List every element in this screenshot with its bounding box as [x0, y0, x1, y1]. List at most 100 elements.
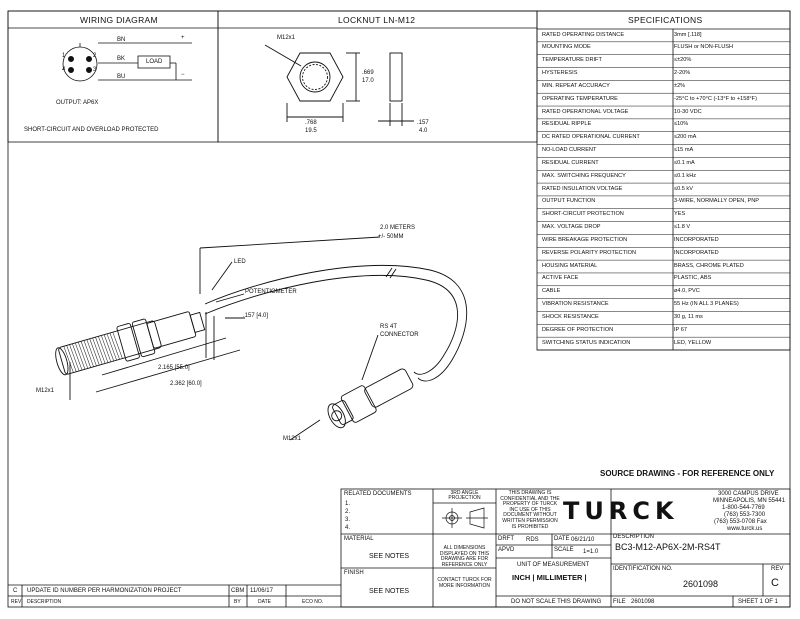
spec-name: REVERSE POLARITY PROTECTION	[542, 249, 637, 256]
spec-name: WIRE BREAKAGE PROTECTION	[542, 236, 628, 243]
spec-name: TEMPERATURE DRIFT	[542, 57, 602, 64]
spec-row: RESIDUAL RIPPLE ≤10%	[537, 119, 788, 131]
related-doc-4: 4.	[345, 525, 351, 531]
unit-value: INCH | MILLIMETER |	[512, 573, 587, 582]
spec-value: ≤1.8 V	[674, 224, 691, 231]
wire-bk-label: BK	[117, 56, 126, 62]
phone-1: 1-800-544-7769	[722, 505, 765, 511]
file-label: FILE	[613, 599, 626, 605]
spec-row: MAX. VOLTAGE DROP≤1.8 V	[537, 222, 788, 234]
spec-name: DEGREE OF PROTECTION	[542, 326, 614, 333]
wire-bu-label: BU	[117, 74, 126, 80]
apvd-label: APVD	[498, 547, 515, 553]
sensor-thread-label: M12x1	[36, 388, 55, 394]
revision-rev: C	[13, 588, 18, 594]
cable-tolerance-label: +/- 50MM	[378, 234, 404, 240]
revision-date: 11/06/17	[250, 588, 273, 594]
wire-bn-label: BN	[117, 37, 126, 43]
dim-across-in: .669	[362, 70, 374, 76]
spec-row: HOUSING MATERIAL BRASS, CHROME PLATED	[537, 260, 788, 272]
nut-side-view	[389, 52, 403, 102]
spec-name: RATED OPERATIONAL VOLTAGE	[542, 108, 629, 115]
eco-column-header: ECO NO.	[302, 599, 324, 605]
pin-2-label: 2	[93, 53, 97, 59]
description-label: DESCRIPTION	[613, 534, 655, 540]
projection-symbol-icon	[442, 507, 488, 529]
spec-row: SWITCHING STATUS INDICATION LED, YELLOW	[537, 337, 788, 349]
spec-value: IP 67	[674, 326, 687, 333]
connector-label-1: RS 4T	[380, 324, 398, 330]
spec-name: MIN. REPEAT ACCURACY	[542, 82, 610, 89]
address-line-2: MINNEAPOLIS, MN 55441	[713, 498, 786, 504]
drft-label: DRFT	[498, 536, 514, 542]
locknut-panel	[217, 10, 538, 143]
spec-row: RATED INSULATION VOLTAGE ≤0.5 kV	[537, 183, 788, 195]
dim-2165-label: 2.165 [55.0]	[158, 365, 190, 371]
spec-name: HYSTERESIS	[542, 70, 578, 77]
spec-value: ø4.0, PVC	[674, 288, 700, 295]
spec-value: BRASS, CHROME PLATED	[674, 262, 744, 269]
spec-name: RATED INSULATION VOLTAGE	[542, 185, 623, 192]
pin-3-label: 3	[93, 67, 97, 73]
spec-value: YES	[674, 211, 686, 218]
identification-label: IDENTIFICATION NO.	[613, 566, 673, 572]
phone-2: (763) 553-7300	[724, 512, 766, 518]
turck-logo: TURCK	[563, 497, 679, 525]
finish-value: SEE NOTES	[369, 588, 410, 595]
dim-2362-label: 2.362 [60.0]	[170, 381, 202, 387]
spec-value: 3mm [.118]	[674, 31, 702, 38]
description-value: BC3-M12-AP6X-2M-RS4T	[615, 542, 721, 552]
fax: (763) 553-0708 Fax	[714, 519, 767, 525]
spec-name: SWITCHING STATUS INDICATION	[542, 339, 631, 346]
dim-thick-in: .157	[417, 120, 429, 126]
led-label: LED	[234, 259, 246, 265]
locknut-title: LOCKNUT LN-M12	[338, 15, 416, 25]
address-line-1: 3000 CAMPUS DRIVE	[718, 491, 779, 497]
spec-row: DEGREE OF PROTECTION IP 67	[537, 324, 788, 336]
wiring-title: WIRING DIAGRAM	[80, 15, 158, 25]
locknut-thread-label: M12x1	[277, 35, 296, 41]
plus-label: +	[181, 35, 185, 41]
scale-label: SCALE	[554, 547, 574, 553]
load-label: LOAD	[146, 59, 163, 65]
dimensions-note: ALL DIMENSIONS DISPLAYED ON THIS DRAWING…	[439, 545, 490, 568]
spec-row: DC RATED OPERATIONAL CURRENT≤200 mA	[537, 132, 788, 144]
spec-value: ±2%	[674, 82, 686, 89]
revision-by: CBM	[231, 588, 245, 594]
spec-value: ≤15 mA	[674, 147, 694, 154]
minus-label: −	[181, 72, 185, 78]
protection-label: SHORT-CIRCUIT AND OVERLOAD PROTECTED	[24, 127, 159, 133]
file-value: 2601098	[631, 599, 655, 605]
contact-note: CONTACT TURCK FOR MORE INFORMATION	[437, 577, 492, 589]
material-label: MATERIAL	[344, 536, 374, 542]
spec-value: ≤0.5 kV	[674, 185, 693, 192]
spec-row: NO-LOAD CURRENT≤15 mA	[537, 145, 788, 157]
spec-value: ≤10%	[674, 121, 689, 128]
spec-value: 55 Hz (IN ALL 3 PLANES)	[674, 301, 739, 308]
spec-value: ≤0.1 kHz	[674, 172, 697, 179]
spec-name: HOUSING MATERIAL	[542, 262, 598, 269]
projection-line-1: 3RD ANGLE	[450, 490, 479, 496]
spec-name: RESIDUAL RIPPLE	[542, 121, 592, 128]
sheet-label: SHEET 1 OF 1	[738, 599, 778, 605]
spec-name: RESIDUAL CURRENT	[542, 159, 599, 166]
rev-value: C	[771, 577, 779, 589]
date-column-header: DATE	[258, 599, 271, 605]
confidential-note: THIS DRAWING IS CONFIDENTIAL AND THE PRO…	[500, 490, 560, 530]
spec-name: OUTPUT FUNCTION	[542, 198, 596, 205]
spec-name: VIBRATION RESISTANCE	[542, 301, 609, 308]
spec-value: LED, YELLOW	[674, 339, 712, 346]
by-column-header: BY	[234, 599, 241, 605]
pin-1-label: 1	[62, 53, 66, 59]
potentiometer-label: POTENTIOMETER	[245, 289, 297, 295]
finish-label: FINISH	[344, 570, 364, 576]
